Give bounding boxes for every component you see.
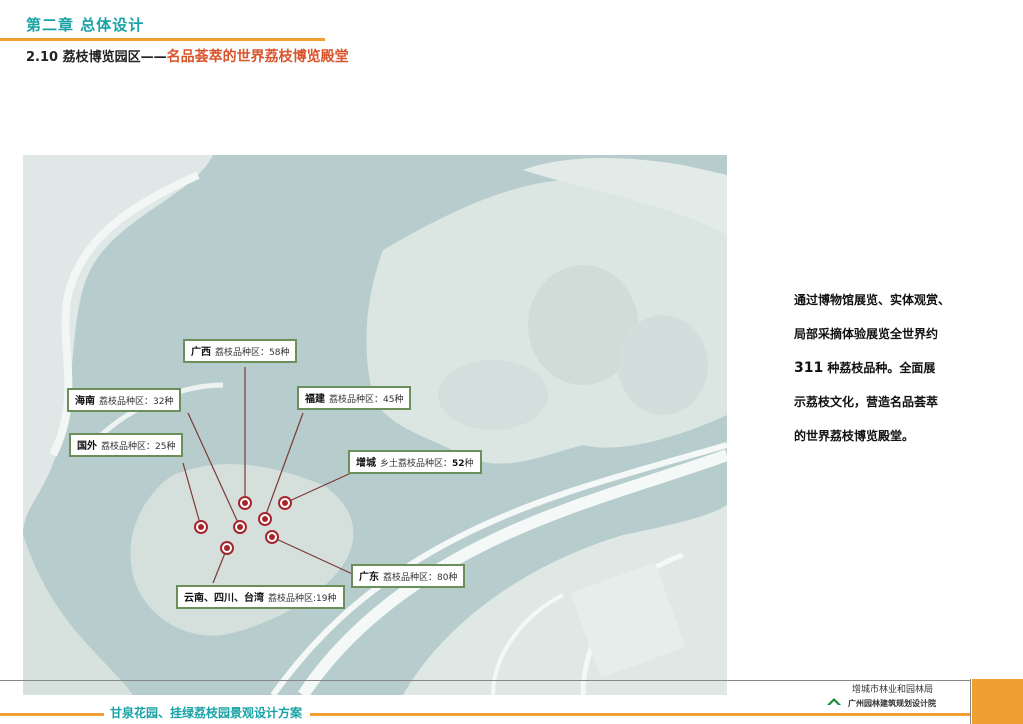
label-zengcheng-suffix: 种 [464, 459, 474, 469]
description-line-5: 的世界荔枝博览殿堂。 [794, 429, 915, 443]
section-title: 2.10 荔枝博览园区——名品荟萃的世界荔枝博览殿堂 [26, 46, 349, 66]
description-line-1: 通过博物馆展览、实体观赏、 [794, 293, 951, 307]
label-guangdong-text: 荔枝品种区：80种 [383, 573, 458, 583]
label-guangxi: 广西荔枝品种区：58种 [183, 339, 298, 363]
label-guowai-name: 国外 [77, 441, 97, 452]
chapter-title: 第二章 总体设计 [26, 16, 145, 34]
footer-orange-bar-left [0, 713, 104, 716]
footer-divider [0, 680, 970, 681]
institute-logo-icon [827, 698, 841, 705]
footer-title: 甘泉花园、挂绿荔枝园景观设计方案 [110, 706, 303, 720]
label-yunnan: 云南、四川、台湾荔枝品种区:19种 [176, 585, 345, 609]
label-zengcheng: 增城乡土荔枝品种区：52种 [348, 450, 482, 474]
label-fujian-name: 福建 [305, 394, 325, 405]
footer-orange-bar-right [310, 713, 970, 716]
description-line-3: 311 种荔枝品种。全面展 [794, 351, 994, 385]
site-map: 广西荔枝品种区：58种 海南荔枝品种区：32种 福建荔枝品种区：45种 国外荔枝… [23, 155, 727, 695]
label-fujian: 福建荔枝品种区：45种 [297, 386, 412, 410]
description: 通过博物馆展览、实体观赏、 局部采摘体验展览全世界约 311 种荔枝品种。全面展… [794, 283, 994, 453]
label-yunnan-name: 云南、四川、台湾 [184, 593, 264, 604]
footer-org-client: 增城市林业和园林局 [852, 685, 934, 695]
map-artwork [23, 155, 727, 695]
footer-org-designer: 广州园林建筑规划设计院 [848, 699, 936, 708]
corner-orange-block [972, 679, 1023, 724]
label-zengcheng-name: 增城 [356, 458, 376, 469]
section-prefix: 2.10 荔枝博览园区—— [26, 50, 167, 65]
label-zengcheng-text: 乡土荔枝品种区： [380, 459, 453, 469]
label-guangdong-name: 广东 [359, 572, 379, 583]
label-fujian-text: 荔枝品种区：45种 [329, 395, 404, 405]
label-hainan-text: 荔枝品种区：32种 [99, 397, 174, 407]
label-guangxi-name: 广西 [191, 347, 211, 358]
label-guowai-text: 荔枝品种区：25种 [101, 442, 176, 452]
label-yunnan-text: 荔枝品种区:19种 [268, 594, 337, 604]
label-guangdong: 广东荔枝品种区：80种 [351, 564, 466, 588]
corner-divider [970, 679, 971, 724]
description-line-4: 示荔枝文化，营造名品荟萃 [794, 395, 939, 409]
label-zengcheng-num: 52 [452, 459, 465, 469]
section-highlight: 名品荟萃的世界荔枝博览殿堂 [166, 49, 349, 65]
label-hainan: 海南荔枝品种区：32种 [67, 388, 182, 412]
description-line-2: 局部采摘体验展览全世界约 [794, 327, 939, 341]
orange-rule-top [0, 38, 325, 41]
label-guangxi-text: 荔枝品种区：58种 [215, 348, 290, 358]
description-count: 311 [794, 360, 824, 376]
description-line-3-rest: 种荔枝品种。全面展 [823, 361, 936, 375]
label-hainan-name: 海南 [75, 396, 95, 407]
label-guowai: 国外荔枝品种区：25种 [69, 433, 184, 457]
